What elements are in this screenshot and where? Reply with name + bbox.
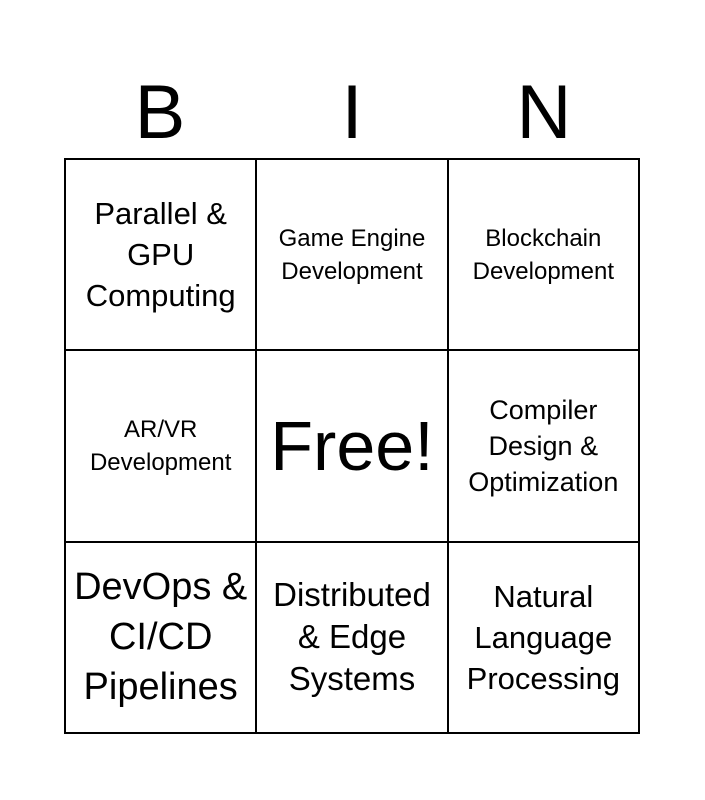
bingo-cell[interactable]: AR/VR Development [65, 350, 257, 542]
bingo-grid: Parallel & GPU Computing Game Engine Dev… [64, 158, 640, 734]
header-letter-n: N [516, 70, 572, 155]
header-letter-b: B [134, 70, 186, 155]
bingo-cell[interactable]: Distributed & Edge Systems [256, 541, 448, 733]
bingo-cell[interactable]: DevOps & CI/CD Pipelines [65, 541, 257, 733]
bingo-cell[interactable]: Game Engine Development [256, 159, 448, 351]
bingo-cell[interactable]: Compiler Design & Optimization [447, 350, 639, 542]
bingo-cell[interactable]: Blockchain Development [447, 159, 639, 351]
bingo-cell[interactable]: Parallel & GPU Computing [65, 159, 257, 351]
bingo-cell[interactable]: Natural Language Processing [447, 541, 639, 733]
free-space-cell[interactable]: Free! [256, 350, 448, 542]
header-letter-i: I [341, 70, 363, 155]
